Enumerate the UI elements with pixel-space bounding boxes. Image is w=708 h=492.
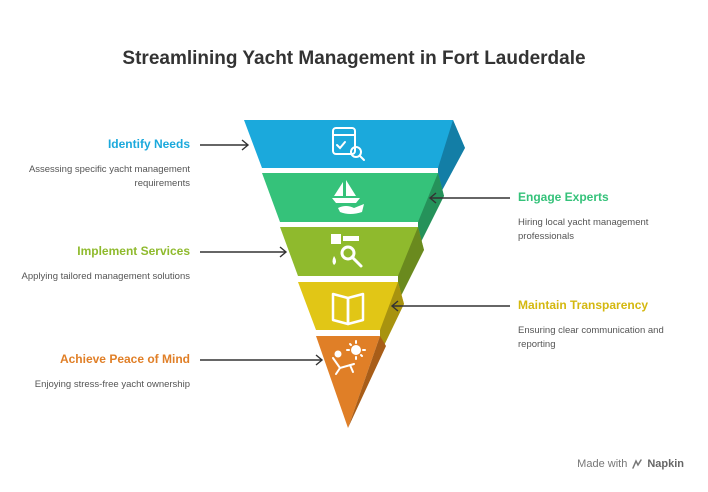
arrow-maintain-transparency	[390, 300, 510, 312]
checklist-search-icon	[332, 127, 365, 161]
step-label: Engage Experts	[518, 190, 609, 204]
arrow-engage-experts	[428, 192, 510, 204]
step-label: Implement Services	[77, 244, 190, 258]
napkin-logo-icon	[632, 459, 643, 469]
arrow-identify-needs	[200, 139, 250, 151]
step-description: Applying tailored management solutions	[21, 271, 190, 282]
step-description: Enjoying stress-free yacht ownership	[34, 379, 190, 390]
funnel-layer-achieve-peace	[316, 336, 386, 428]
step-label: Identify Needs	[107, 137, 190, 151]
step-label: Maintain Transparency	[518, 298, 649, 312]
step-maintain-transparency: Maintain Transparency Ensuring clear com…	[518, 298, 688, 352]
step-identify-needs: Identify Needs Assessing specific yacht …	[0, 137, 190, 191]
step-engage-experts: Engage Experts Hiring local yacht manage…	[518, 190, 688, 244]
step-achieve-peace: Achieve Peace of Mind Enjoying stress-fr…	[0, 352, 190, 392]
step-description: Assessing specific yacht management requ…	[28, 164, 190, 189]
made-with-text: Made with	[577, 458, 628, 470]
relax-sun-icon	[332, 340, 366, 375]
arrow-implement-services	[200, 246, 288, 258]
funnel-layer-engage-experts	[262, 173, 444, 248]
brand-name: Napkin	[647, 458, 684, 470]
arrow-achieve-peace	[200, 354, 324, 366]
open-book-icon	[331, 292, 365, 326]
funnel-layer-maintain-transparency	[298, 282, 404, 354]
tools-icon	[331, 234, 363, 268]
step-description: Hiring local yacht management profession…	[518, 217, 649, 242]
funnel-layer-implement-services	[280, 227, 424, 302]
diagram-title: Streamlining Yacht Management in Fort La…	[122, 48, 586, 69]
footer: Made with Napkin	[577, 458, 684, 470]
step-description: Ensuring clear communication and reporti…	[518, 325, 664, 350]
yacht-hand-icon	[332, 180, 364, 214]
step-label: Achieve Peace of Mind	[59, 352, 190, 366]
step-implement-services: Implement Services Applying tailored man…	[0, 244, 190, 284]
